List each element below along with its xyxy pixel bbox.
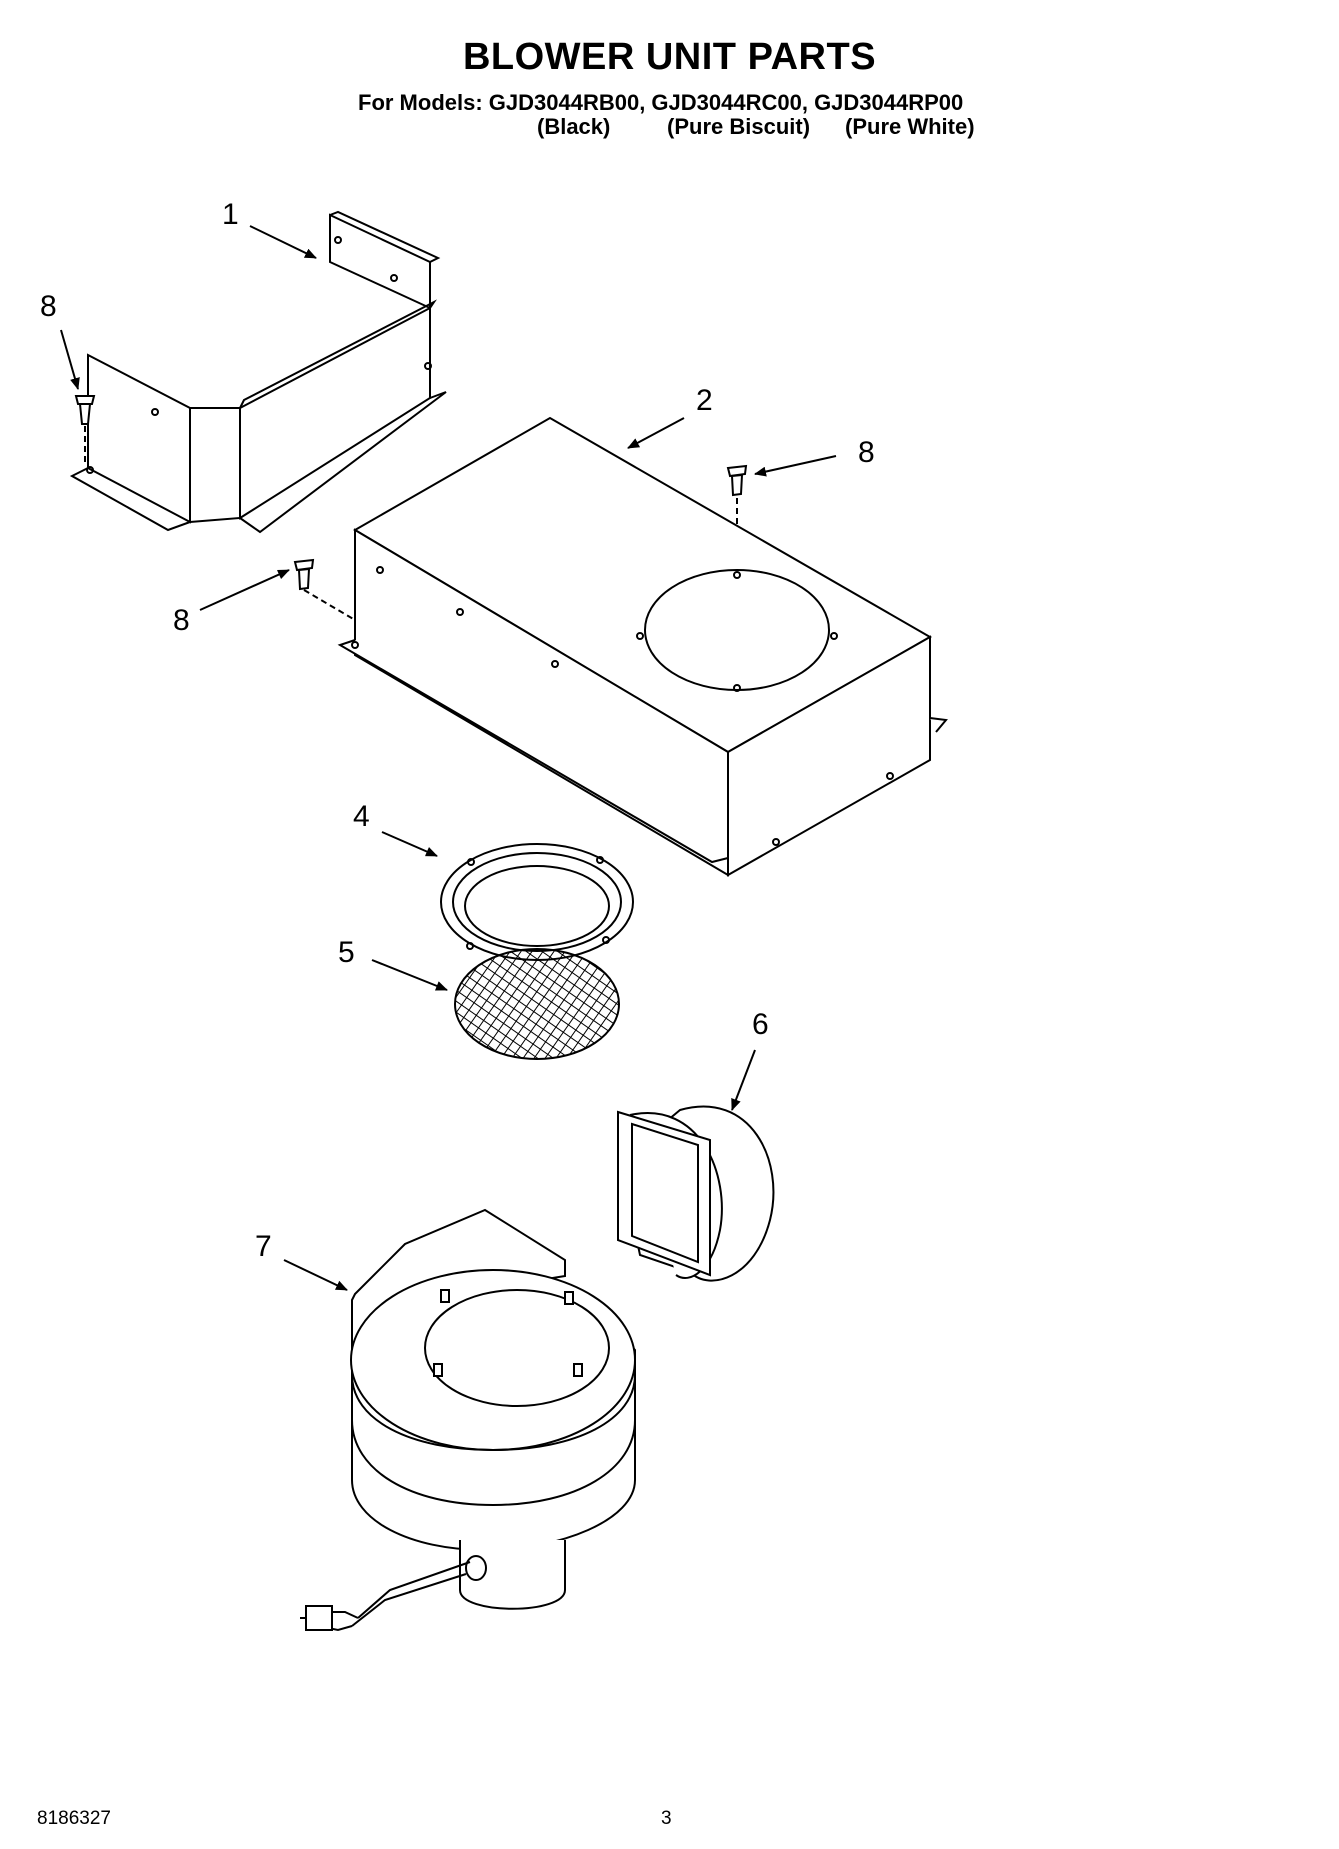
part-5-mesh-screen (454, 948, 620, 1060)
callout-part-2: 2 (696, 384, 713, 417)
part-7-blower-motor (300, 1208, 636, 1632)
part-2-housing (337, 416, 948, 877)
color-pure-white: (Pure White) (845, 114, 975, 139)
callout-part-8-right: 8 (858, 436, 875, 469)
color-black: (Black) (537, 114, 611, 139)
page-title: BLOWER UNIT PARTS (462, 36, 877, 78)
screw-8-middle (293, 558, 356, 621)
part-6-duct-adapter (617, 1105, 775, 1282)
callout-part-6: 6 (752, 1008, 769, 1041)
callout-part-5: 5 (338, 936, 355, 969)
callout-part-8-left: 8 (40, 290, 57, 323)
page-number: 3 (661, 1808, 672, 1829)
callout-part-4: 4 (353, 800, 370, 833)
part-1-bracket (69, 210, 447, 534)
color-pure-biscuit: (Pure Biscuit) (667, 114, 811, 139)
callout-part-7: 7 (255, 1230, 272, 1263)
callout-part-1: 1 (222, 198, 239, 231)
leader-arrows (60, 225, 837, 1291)
models-line: For Models: GJD3044RB00, GJD3044RC00, GJ… (358, 90, 964, 115)
document-number: 8186327 (37, 1808, 111, 1829)
screw-8-left (74, 395, 96, 462)
callout-part-8-middle: 8 (173, 604, 190, 637)
part-4-gasket-ring (440, 843, 634, 961)
